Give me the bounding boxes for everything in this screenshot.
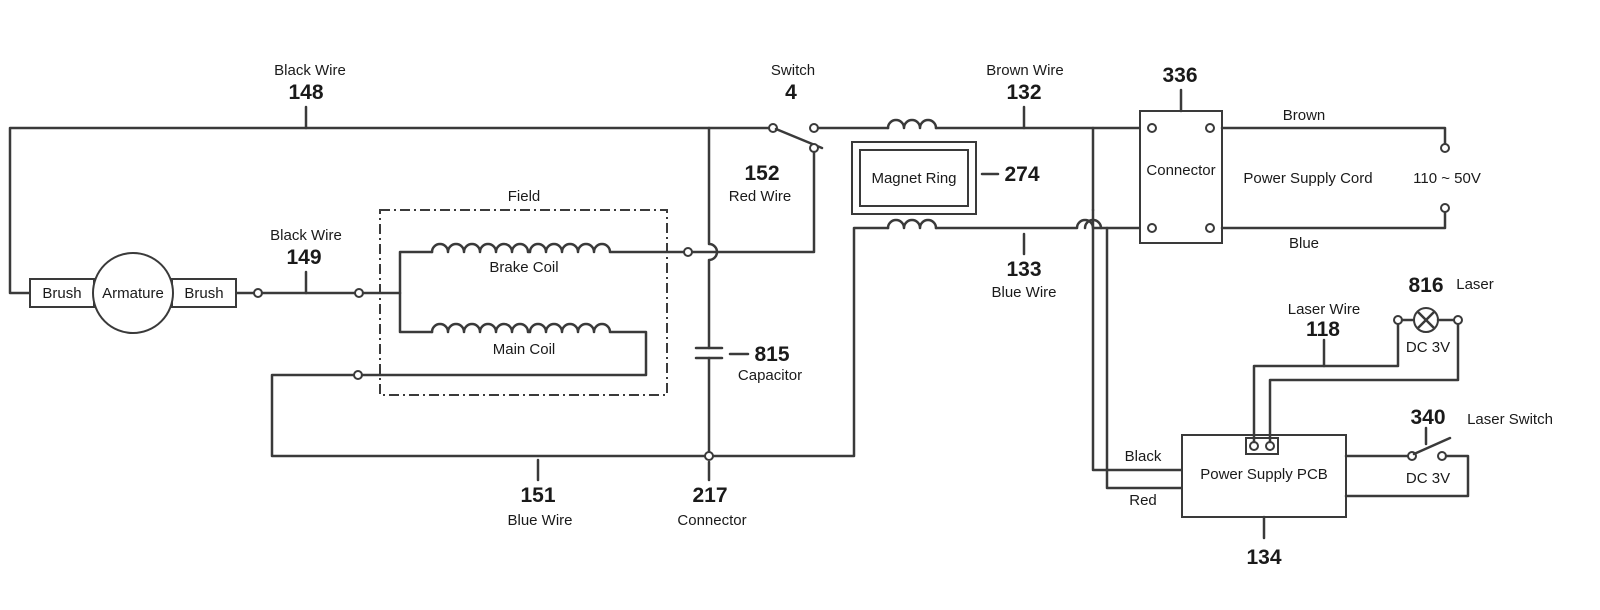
blue-wire-151-number: 151 <box>520 484 555 507</box>
armature-circle <box>92 252 174 334</box>
cord-blue <box>1220 210 1447 230</box>
red-wire-label: Red Wire <box>729 188 792 205</box>
laser-switch-number: 340 <box>1410 406 1445 429</box>
wire-to-pcb-red <box>1105 226 1184 490</box>
connector-336-pin-br <box>1205 223 1215 233</box>
wire-to-pcb-black-b <box>1091 208 1184 472</box>
connector-336-pin-tl <box>1147 123 1157 133</box>
field-label: Field <box>508 188 541 205</box>
pcb-number: 134 <box>1246 546 1281 569</box>
laser-lamp-x2 <box>1416 310 1436 330</box>
red-label: Red <box>1129 492 1157 509</box>
main-coil <box>360 322 648 377</box>
brown-wire-number: 132 <box>1006 81 1041 104</box>
black-wire-149-number: 149 <box>286 246 321 269</box>
cord-terminal-bottom <box>1440 203 1450 213</box>
blue-label: Blue <box>1289 235 1319 252</box>
wire-to-pcb-red-c <box>1083 218 1103 230</box>
connector-336-pin-bl <box>1147 223 1157 233</box>
black-wire-148-label: Black Wire <box>274 62 346 79</box>
blue-wire-151-label: Blue Wire <box>507 512 572 529</box>
black-wire-148-number: 148 <box>288 81 323 104</box>
field-wire-left <box>361 250 434 295</box>
power-supply-cord-label: Power Supply Cord <box>1243 170 1372 187</box>
switch-label: Switch <box>771 62 815 79</box>
brown-wire-label: Brown Wire <box>986 62 1064 79</box>
brake-coil <box>430 242 686 254</box>
black-wire-149-label: Black Wire <box>270 227 342 244</box>
laser-dc-label: DC 3V <box>1406 339 1450 356</box>
laser-wire-118-b <box>1268 322 1460 444</box>
cord-terminal-top <box>1440 143 1450 153</box>
armature-label: Armature <box>102 285 164 302</box>
capacitor-label: Capacitor <box>738 367 802 384</box>
connector-217-dot <box>704 451 714 461</box>
blue-wire-133-number: 133 <box>1006 258 1041 281</box>
laser-terminal-right <box>1453 315 1463 325</box>
blue-wire-133 <box>934 218 1142 230</box>
brown-label: Brown <box>1283 107 1326 124</box>
voltage-label: 110 ~ 50V <box>1413 170 1481 187</box>
magnet-ring-number: 274 <box>1004 163 1039 186</box>
main-coil-label: Main Coil <box>493 341 556 358</box>
switch-number: 4 <box>785 81 797 104</box>
laser-switch-dc-label: DC 3V <box>1406 470 1450 487</box>
capacitor-wire-top <box>707 126 719 350</box>
switch-terminal-left <box>768 123 778 133</box>
cord-brown <box>1220 126 1447 146</box>
inductor-top <box>886 118 938 130</box>
brush-left-label: Brush <box>42 285 81 302</box>
laser-wire-number: 118 <box>1306 318 1340 341</box>
black-label: Black <box>1125 448 1162 465</box>
brush-left-box <box>29 278 95 308</box>
laser-switch-wire-b <box>1344 454 1470 498</box>
laser-wire-118-a <box>1252 322 1400 444</box>
capacitor-number: 815 <box>754 343 789 366</box>
black-wire-148 <box>8 126 775 295</box>
field-wire-left-b <box>398 291 434 334</box>
laser-switch-label: Laser Switch <box>1467 411 1553 428</box>
terminal-brake-coil <box>683 247 693 257</box>
brush-right-label: Brush <box>184 285 223 302</box>
field-box <box>379 209 668 396</box>
magnet-ring-inner <box>859 149 969 207</box>
laser-wire-label: Laser Wire <box>1288 301 1361 318</box>
blue-wire-133-label: Blue Wire <box>991 284 1056 301</box>
connector-217-number: 217 <box>692 484 727 507</box>
connector-336-pin-tr <box>1205 123 1215 133</box>
red-wire-number: 152 <box>744 162 779 185</box>
laser-switch-blade <box>1412 436 1452 456</box>
red-wire-152 <box>690 150 816 254</box>
connector-336-number: 336 <box>1162 64 1197 87</box>
connector-336-label: Connector <box>1146 162 1215 179</box>
laser-label: Laser <box>1456 276 1494 293</box>
brake-coil-label: Brake Coil <box>489 259 558 276</box>
blue-wire-133-down <box>270 226 890 458</box>
connector-217-label: Connector <box>677 512 746 529</box>
magnet-ring-label: Magnet Ring <box>871 170 956 187</box>
pcb-label: Power Supply PCB <box>1200 466 1328 483</box>
inductor-bottom <box>886 218 938 230</box>
connector-336-box <box>1139 110 1223 244</box>
laser-number: 816 <box>1408 274 1443 297</box>
